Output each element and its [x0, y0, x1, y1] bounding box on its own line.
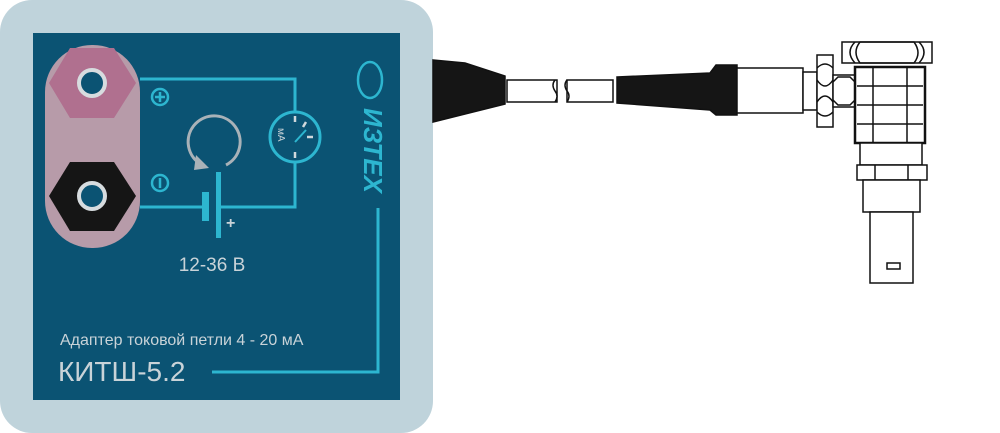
connector-plug [869, 211, 914, 284]
connector-lower-nut [856, 164, 928, 181]
minus-terminal-socket [77, 181, 107, 211]
brand-logo: ИЗТЕХ [356, 60, 388, 195]
plus-terminal-socket [77, 68, 107, 98]
current-loop-arrow-icon [186, 114, 242, 170]
battery-icon [202, 172, 221, 238]
meter-unit-label: мА [275, 128, 286, 142]
cable-segment [566, 79, 614, 103]
cable-assembly [432, 41, 933, 284]
brand-name: ИЗТЕХ [358, 108, 388, 195]
circuit-wires [140, 77, 380, 374]
cable-boot-left [432, 59, 506, 123]
minus-polarity-icon [150, 173, 170, 193]
battery-plus-label: + [226, 215, 235, 232]
device-subtitle: Адаптер токовой петли 4 - 20 мА [60, 332, 304, 349]
cable-segment [506, 79, 558, 103]
ammeter-icon: мА [268, 110, 322, 164]
cable-boot-right [616, 64, 738, 116]
plus-polarity-icon [150, 87, 170, 107]
connector-sleeve [736, 67, 804, 114]
voltage-label: 12-36 В [179, 255, 246, 276]
model-label: КИТШ-5.2 [58, 356, 185, 387]
